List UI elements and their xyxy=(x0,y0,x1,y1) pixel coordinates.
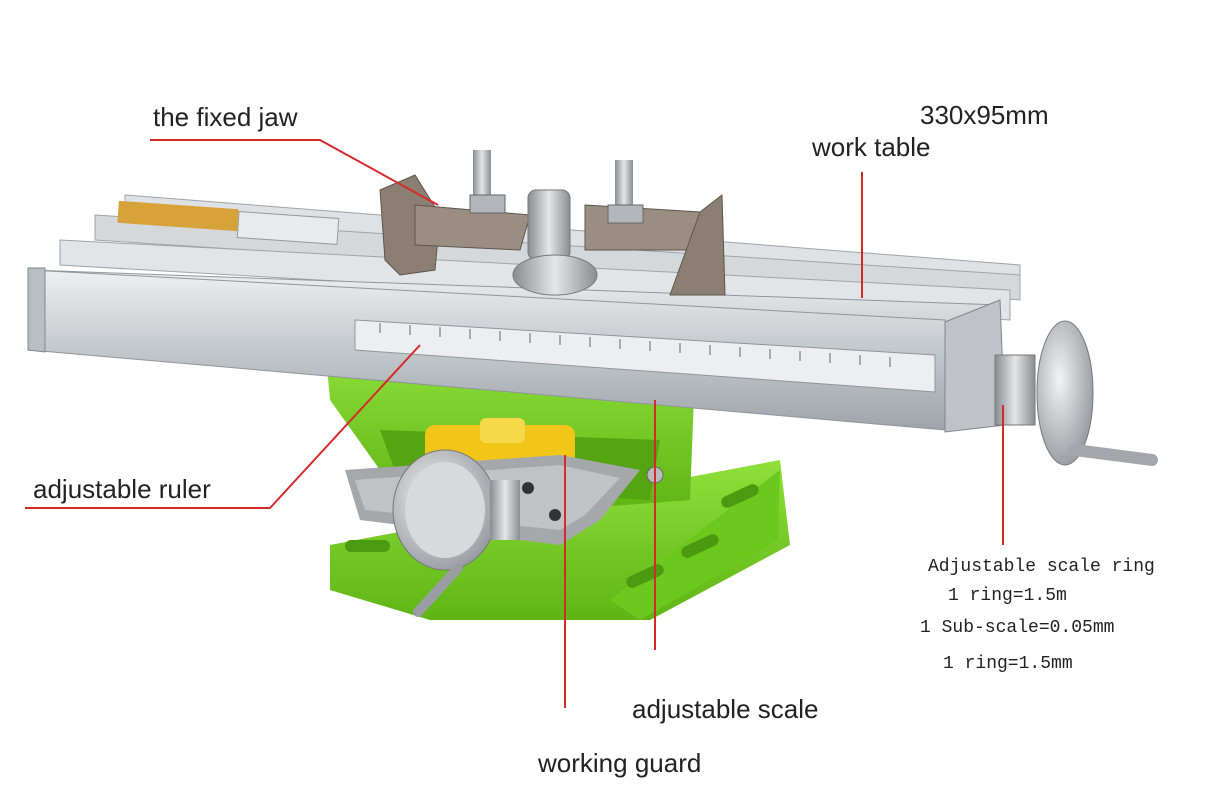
label-scale-ring-line3: 1 ring=1.5mm xyxy=(943,654,1073,674)
label-working-guard: working guard xyxy=(538,748,702,778)
label-scale-ring-title: Adjustable scale ring xyxy=(928,557,1155,577)
front-handwheel xyxy=(392,449,520,617)
right-handwheel xyxy=(994,320,1158,466)
annotation-leader-lines xyxy=(25,139,1004,708)
label-scale-ring-line1: 1 ring=1.5m xyxy=(948,586,1067,606)
label-scale-ring-line2: 1 Sub-scale=0.05mm xyxy=(920,618,1115,638)
label-adjustable-scale: adjustable scale xyxy=(632,694,819,724)
vise-assembly xyxy=(379,150,726,296)
label-work-table: work table xyxy=(812,132,931,162)
label-dimension: 330x95mm xyxy=(920,100,1049,130)
label-fixed-jaw: the fixed jaw xyxy=(153,102,298,132)
label-adjustable-ruler: adjustable ruler xyxy=(33,474,211,504)
